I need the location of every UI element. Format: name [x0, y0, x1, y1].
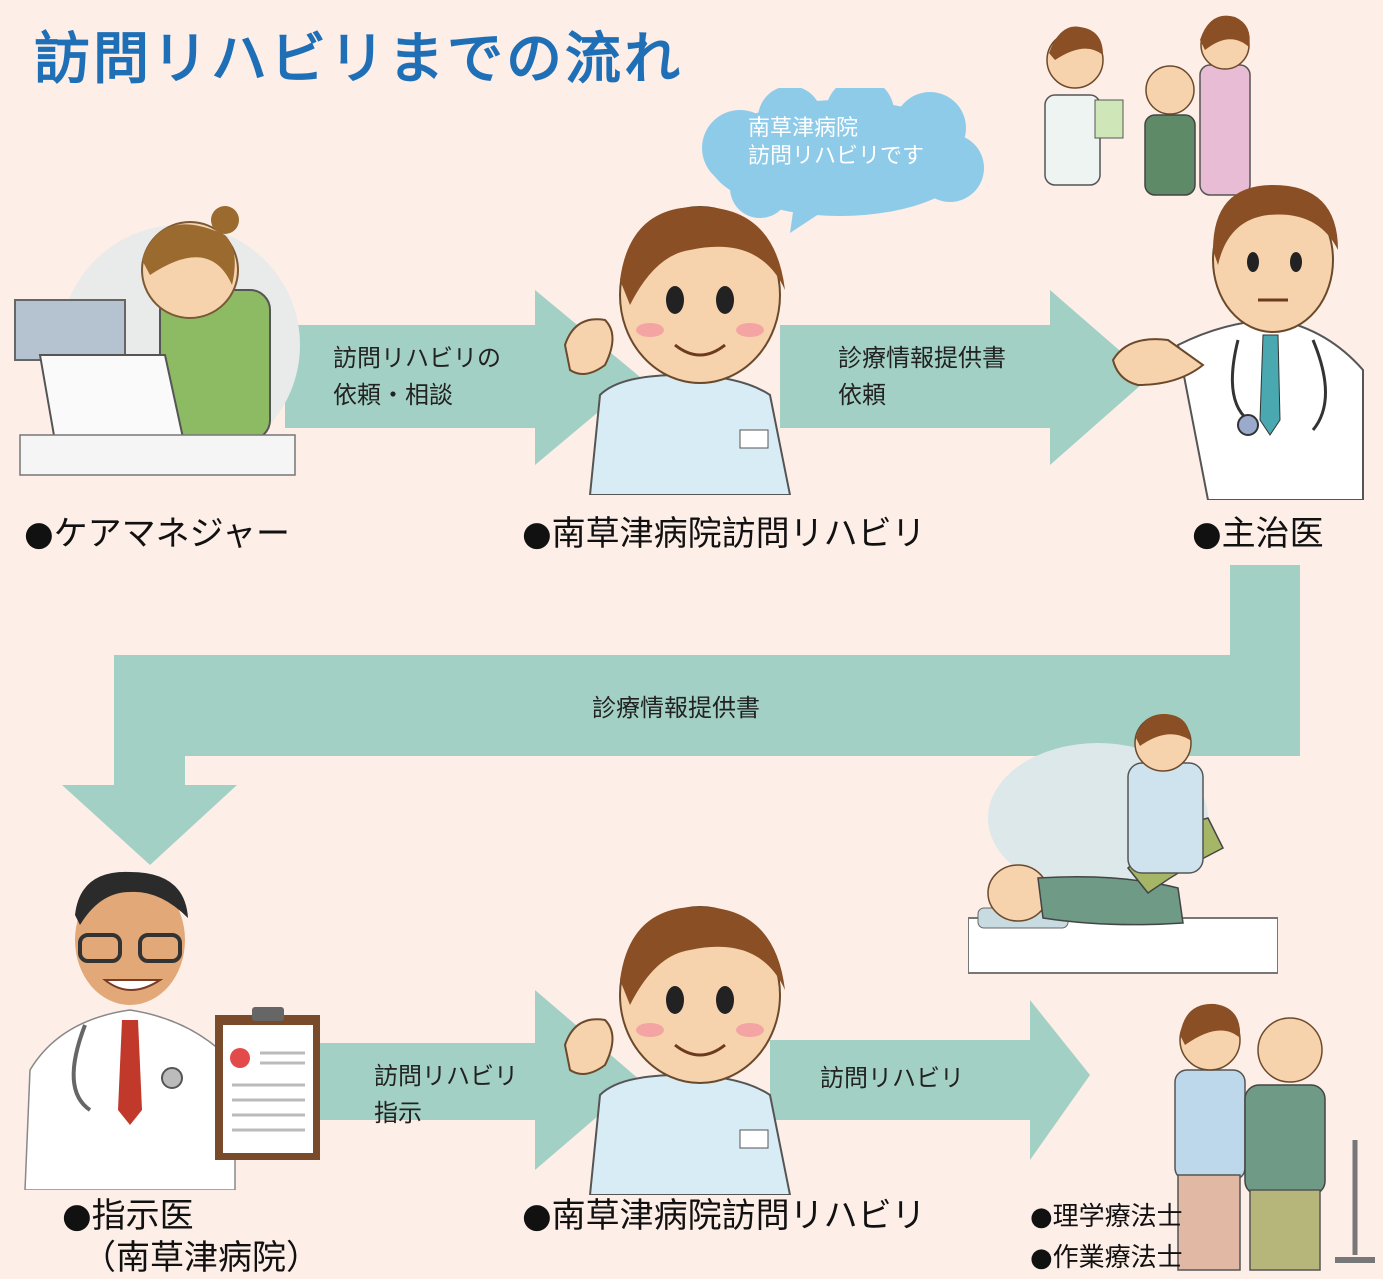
arrow1-label-line1: 訪問リハビリの	[333, 344, 501, 372]
arrow2-label-line1: 診療情報提供書	[838, 344, 1006, 372]
rehab-session-illustration	[968, 713, 1278, 974]
arrow-info-request	[780, 290, 1150, 465]
arrow4-label-line1: 訪問リハビリ	[374, 1062, 518, 1090]
arrow-request	[285, 290, 640, 465]
walking-support-illustration	[1174, 1003, 1375, 1271]
caption-directing-doctor: ●指示医	[62, 1196, 194, 1236]
doctor-illustration	[1111, 185, 1364, 500]
caption-rehab-top: ●南草津病院訪問リハビリ	[522, 514, 926, 554]
caption-rehab-bottom: ●南草津病院訪問リハビリ	[522, 1196, 926, 1236]
arrow1-label-line2: 依頼・相談	[333, 381, 453, 409]
therapist-illustration	[563, 206, 792, 495]
caption-care-manager: ●ケアマネジャー	[24, 514, 290, 554]
bubble-line-2: 訪問リハビリです	[748, 144, 925, 169]
arrow-info-document	[62, 565, 1300, 865]
page-title: 訪問リハビリまでの流れ	[34, 27, 683, 92]
speech-bubble	[702, 88, 984, 233]
arrow-home-rehab	[770, 1000, 1090, 1160]
arrow3-label: 診療情報提供書	[592, 694, 760, 722]
arrow5-label: 訪問リハビリ	[820, 1064, 964, 1092]
caption-attending-doctor: ●主治医	[1192, 514, 1324, 554]
bubble-line-1: 南草津病院	[748, 116, 859, 141]
directing-doctor-illustration	[24, 871, 320, 1190]
therapist-illustration-bottom	[563, 906, 792, 1195]
arrow2-label-line2: 依頼	[838, 381, 886, 409]
arrow-instruction	[320, 990, 640, 1170]
caption-physical-therapist: ●理学療法士	[1030, 1202, 1183, 1232]
caption-occupational-therapist: ●作業療法士	[1030, 1243, 1183, 1273]
patient-visit-illustration	[1044, 15, 1251, 196]
caption-directing-doctor-sub: （南草津病院）	[82, 1238, 320, 1278]
care-manager-illustration	[14, 206, 300, 476]
arrow4-label-line2: 指示	[374, 1099, 422, 1127]
